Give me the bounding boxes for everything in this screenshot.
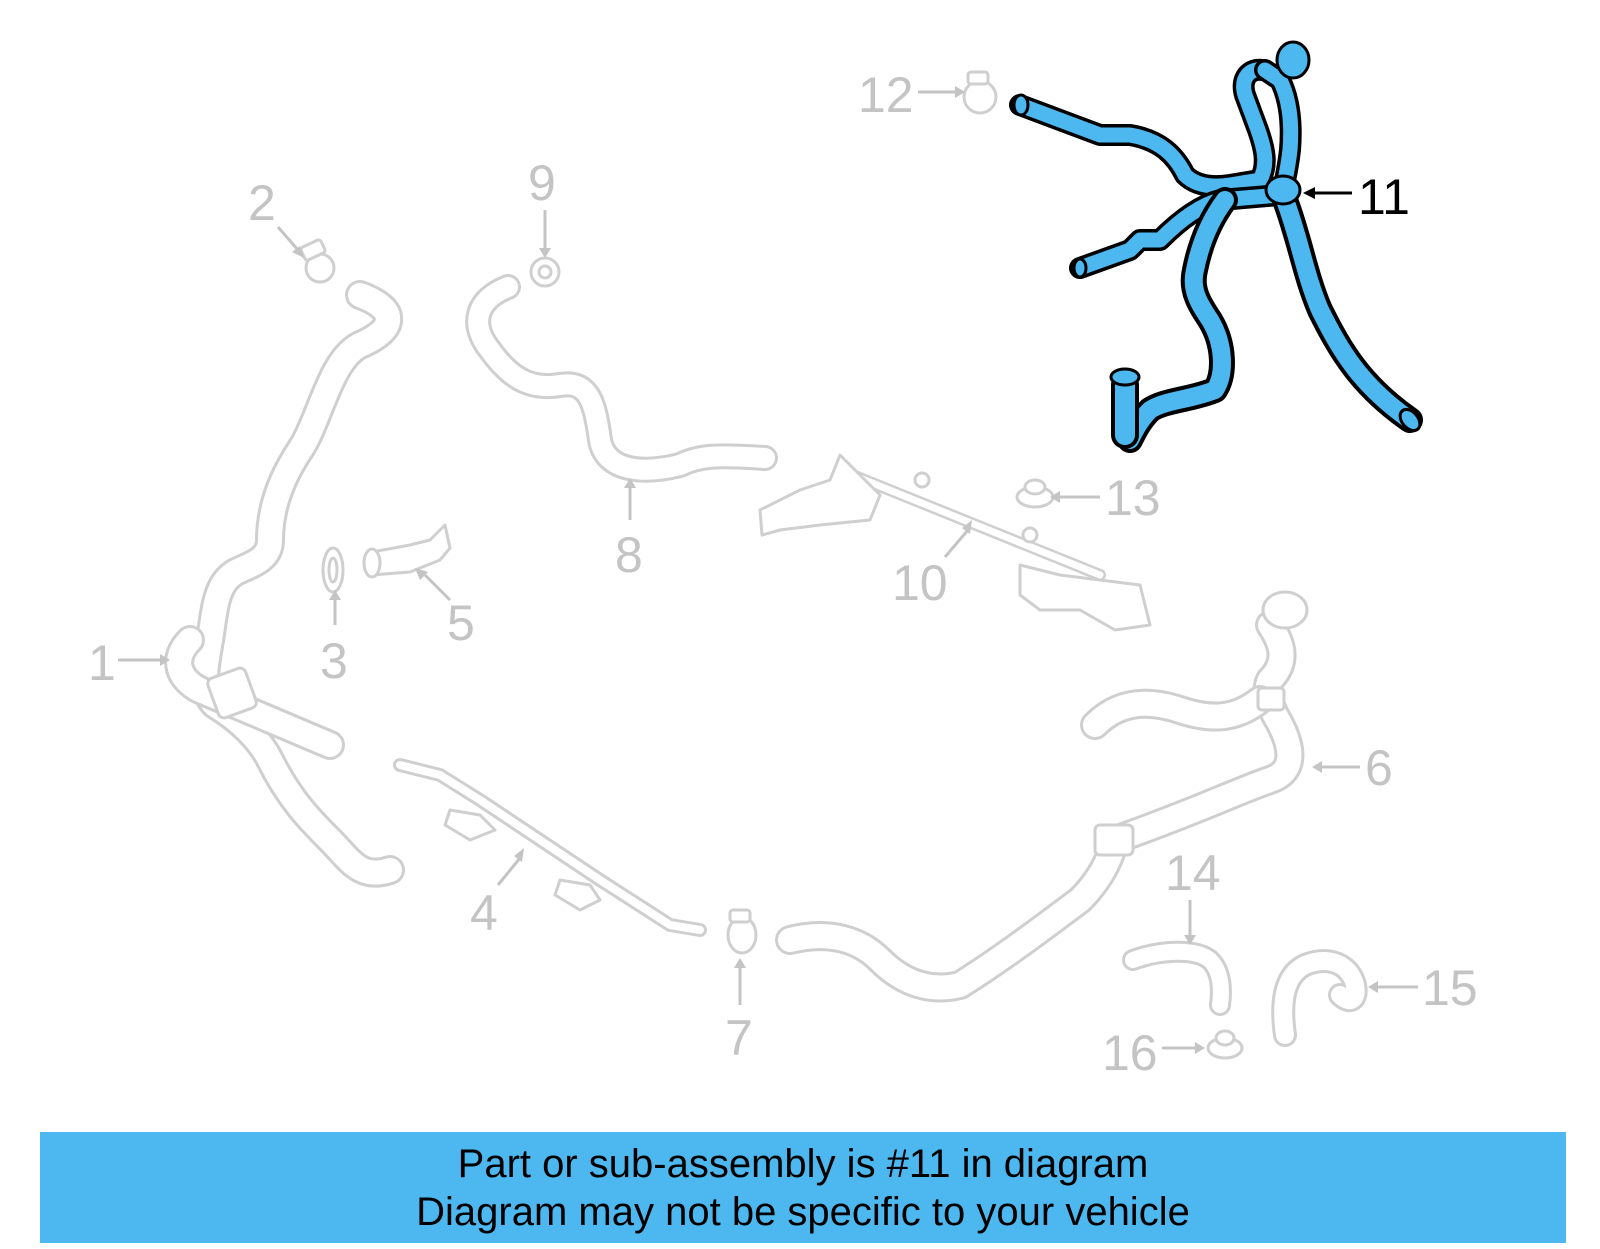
- callout-12: 12: [858, 67, 914, 123]
- part-10-bracket: [758, 453, 1152, 632]
- banner-line-1: Part or sub-assembly is #11 in diagram: [457, 1141, 1149, 1186]
- info-banner: Part or sub-assembly is #11 in diagram D…: [40, 1132, 1566, 1243]
- callout-2: 2: [248, 175, 276, 231]
- part-16-nut: [1206, 1029, 1244, 1060]
- part-12-clamp: [962, 70, 998, 115]
- callout-13: 13: [1105, 470, 1161, 526]
- part-1-hose: [164, 280, 405, 888]
- part-14-hose: [1122, 940, 1232, 1016]
- part-3-gasket: [321, 546, 345, 594]
- callout-3: 3: [320, 633, 348, 689]
- part-13-nut: [1015, 478, 1055, 509]
- part-9-grommet: [529, 256, 561, 288]
- part-2-clamp: [299, 238, 336, 284]
- callout-5: 5: [447, 595, 475, 651]
- part-15-hose: [1271, 949, 1368, 1047]
- callout-9: 9: [528, 155, 556, 211]
- part-8-hose: [465, 274, 778, 483]
- callout-labels: 1 2 3 4 5 6 7 8 9 10 11 12 13 14 15 16: [88, 67, 1478, 1081]
- callout-15: 15: [1422, 960, 1478, 1016]
- part-5-sensor: [362, 523, 452, 579]
- callout-6: 6: [1365, 740, 1393, 796]
- part-11-hose-assembly[interactable]: [1009, 40, 1424, 453]
- callout-1: 1: [88, 635, 116, 691]
- callout-14: 14: [1165, 845, 1221, 901]
- part-7-clamp: [726, 908, 758, 955]
- callout-7: 7: [725, 1010, 753, 1066]
- banner-line-2: Diagram may not be specific to your vehi…: [416, 1189, 1190, 1234]
- callout-10: 10: [892, 555, 948, 611]
- callout-4: 4: [470, 885, 498, 941]
- part-4-pipe: [393, 758, 707, 937]
- callout-16: 16: [1102, 1025, 1158, 1081]
- callout-8: 8: [615, 527, 643, 583]
- callout-11[interactable]: 11: [1358, 169, 1410, 225]
- part-6-hose: [775, 590, 1309, 1003]
- leader-lines: [118, 86, 1418, 1054]
